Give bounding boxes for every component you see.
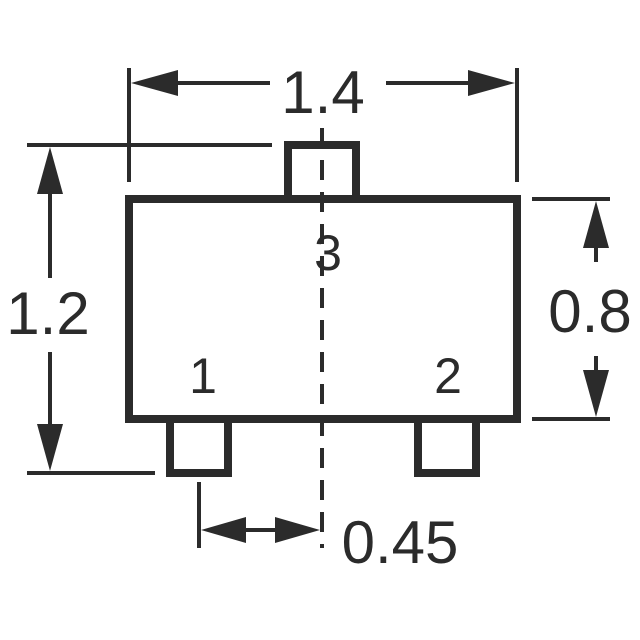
width-label: 1.4 xyxy=(281,59,364,126)
pin-offset-dimension: 0.45 xyxy=(197,482,459,576)
pin-2-label: 2 xyxy=(434,348,462,404)
height-label: 1.2 xyxy=(6,280,89,347)
arrowhead-body-up xyxy=(583,201,609,248)
pin-2-lead xyxy=(414,415,480,477)
arrowhead-offset-right xyxy=(275,517,320,543)
pin-3-label: 3 xyxy=(314,225,342,281)
width-dimension: 1.4 xyxy=(127,59,519,182)
pin-1-lead xyxy=(166,415,232,477)
arrowhead-right xyxy=(468,70,515,96)
arrowhead-offset-left xyxy=(201,517,246,543)
arrowhead-down xyxy=(37,424,63,471)
body-height-dimension: 0.8 xyxy=(532,197,632,421)
height-dimension: 1.2 xyxy=(6,143,272,475)
pin-offset-label: 0.45 xyxy=(342,509,459,576)
arrowhead-up xyxy=(37,147,63,194)
arrowhead-left xyxy=(131,70,178,96)
pin-1-label: 1 xyxy=(189,348,217,404)
body-height-label: 0.8 xyxy=(548,278,631,345)
arrowhead-body-down xyxy=(583,370,609,417)
